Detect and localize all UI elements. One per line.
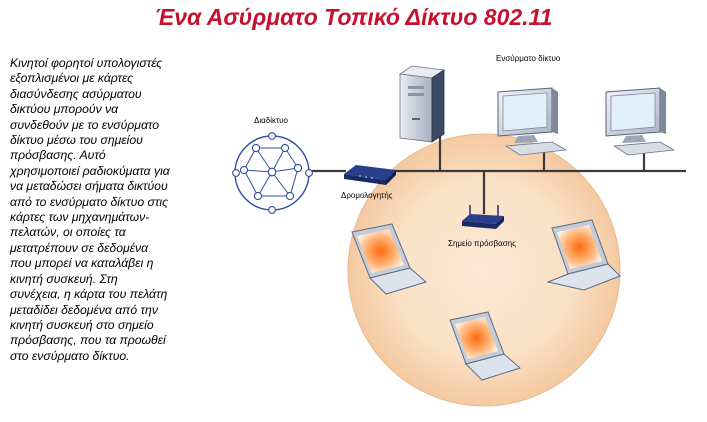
description-line: διασύνδεσης ασύρματου [10,86,142,101]
description-line: μετατρέπουν σε δεδομένα [10,240,149,255]
page-title: Ένα Ασύρματο Τοπικό Δίκτυο 802.11 [154,4,553,30]
wired-network-label: Ενσύρματο δίκτυο [496,54,561,63]
description-line: δίκτυο μέσω του σημείου [10,133,143,148]
server-icon [398,65,446,143]
description-line: στο ενσύρματο δίκτυο. [10,348,130,363]
router-label: Δρομολογητής [341,191,393,200]
laptop-icon [546,219,621,291]
description-line: δικτύου μπορούν να [10,102,119,117]
description-line: συνέχεια, η κάρτα του πελάτη [10,287,168,302]
wifi-coverage-area [347,133,621,407]
description-line: κινητή συσκευή. Στη [10,271,118,286]
desktop-computer-icon [605,87,676,156]
description-line: μεταδίδει δεδομένα από την [10,302,158,317]
description-line: που μπορεί να καταλάβει η [10,256,154,271]
internet-icon [232,132,313,214]
description-line: κάρτες των μηχανημάτων- [10,210,150,225]
description-line: από το ενσύρματο δίκτυο στις [10,194,169,209]
description-line: χρησιμοποιεί ραδιοκύματα για [10,163,170,178]
laptop-icon [449,311,521,381]
description-line: πρόσβασης. Αυτό [10,148,106,163]
description-line: να μεταδώσει σήματα δικτύου [10,179,168,194]
desktop-computer-icon [497,87,568,156]
description-line: εξοπλισμένοι με κάρτες [10,71,133,86]
description-line: κινητή συσκευή στο σημείο [10,317,154,332]
description-line: συνδεθούν με το ενσύρματο [10,117,160,132]
description-text: Κινητοί φορητοί υπολογιστές εξοπλισμένοι… [10,56,222,364]
laptop-icon [351,223,428,295]
description-line: πελατών, οι οποίες τα [10,225,126,240]
description-line: Κινητοί φορητοί υπολογιστές [10,56,163,70]
network-backbone [312,132,686,214]
internet-label: Διαδίκτυο [254,116,289,125]
description-line: πρόσβασης, που τα προωθεί [10,333,166,348]
router-icon [344,165,396,185]
access-point-label: Σημείο πρόσβασης [448,239,516,248]
access-point-icon [462,205,504,229]
